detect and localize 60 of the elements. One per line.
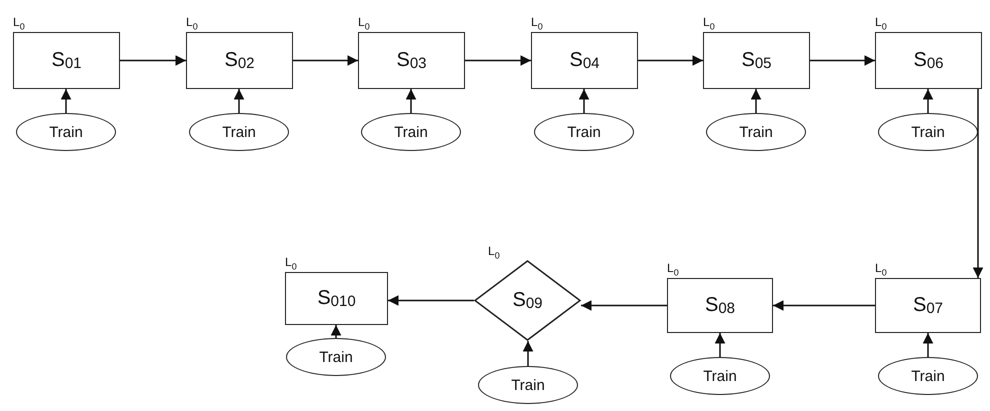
level-label: L$_{0}$ bbox=[358, 15, 370, 32]
step-label: S$_{07}$ bbox=[912, 294, 944, 317]
step-label: S$_{02}$ bbox=[224, 49, 255, 72]
step-label: S$_{010}$ bbox=[317, 287, 356, 310]
input-label: Train bbox=[511, 376, 545, 394]
arrow bbox=[922, 333, 934, 357]
level-label: L$_{0}$ bbox=[285, 255, 297, 272]
level-label: L$_{0}$ bbox=[875, 15, 887, 32]
step-label: S$_{06}$ bbox=[913, 49, 944, 72]
process-box bbox=[703, 32, 810, 89]
level-label: L$_{0}$ bbox=[875, 261, 887, 278]
arrow bbox=[465, 55, 531, 66]
process-box bbox=[13, 32, 120, 89]
arrow bbox=[60, 89, 72, 113]
input-label: Train bbox=[49, 124, 83, 140]
level-label: L$_{0}$ bbox=[488, 244, 500, 260]
level-label: L$_{0}$ bbox=[186, 15, 198, 32]
arrow bbox=[293, 55, 358, 66]
step-label: S$_{04}$ bbox=[569, 49, 600, 72]
step-label: S$_{01}$ bbox=[51, 49, 82, 72]
arrow bbox=[388, 295, 474, 306]
arrow bbox=[522, 341, 534, 366]
process-box bbox=[285, 272, 388, 325]
input-ellipse bbox=[878, 113, 978, 151]
process-box bbox=[186, 32, 293, 89]
input-label: Train bbox=[319, 348, 353, 366]
arrow bbox=[638, 55, 703, 66]
process-box bbox=[531, 32, 638, 89]
arrow bbox=[972, 89, 984, 278]
input-label: Train bbox=[703, 368, 737, 384]
arrow bbox=[714, 333, 726, 357]
arrow bbox=[810, 55, 875, 66]
input-label: Train bbox=[911, 368, 945, 384]
input-label: Train bbox=[394, 124, 428, 140]
step-label: S$_{08}$ bbox=[704, 294, 736, 317]
process-box bbox=[358, 32, 465, 89]
arrow bbox=[581, 300, 667, 311]
arrow bbox=[330, 325, 342, 338]
process-box bbox=[667, 278, 773, 333]
step-label: S$_{05}$ bbox=[741, 49, 772, 72]
input-label: Train bbox=[222, 124, 256, 140]
step-label: S$_{03}$ bbox=[396, 49, 427, 72]
arrow bbox=[120, 55, 186, 66]
step-label: S$_{09}$ bbox=[512, 289, 543, 312]
process-box bbox=[875, 278, 981, 333]
arrow bbox=[578, 89, 590, 113]
process-box bbox=[875, 32, 982, 89]
arrow bbox=[750, 89, 762, 113]
level-label: L$_{0}$ bbox=[703, 15, 715, 32]
arrow bbox=[773, 300, 875, 311]
level-label: L$_{0}$ bbox=[13, 15, 25, 32]
level-label: L$_{0}$ bbox=[531, 15, 543, 32]
level-label: L$_{0}$ bbox=[667, 261, 679, 278]
arrow bbox=[406, 89, 416, 113]
arrow bbox=[234, 89, 244, 113]
arrow bbox=[922, 89, 934, 113]
input-label: Train bbox=[911, 124, 945, 140]
input-label: Train bbox=[739, 124, 773, 140]
input-label: Train bbox=[567, 124, 601, 140]
decision-diamond bbox=[474, 260, 581, 341]
